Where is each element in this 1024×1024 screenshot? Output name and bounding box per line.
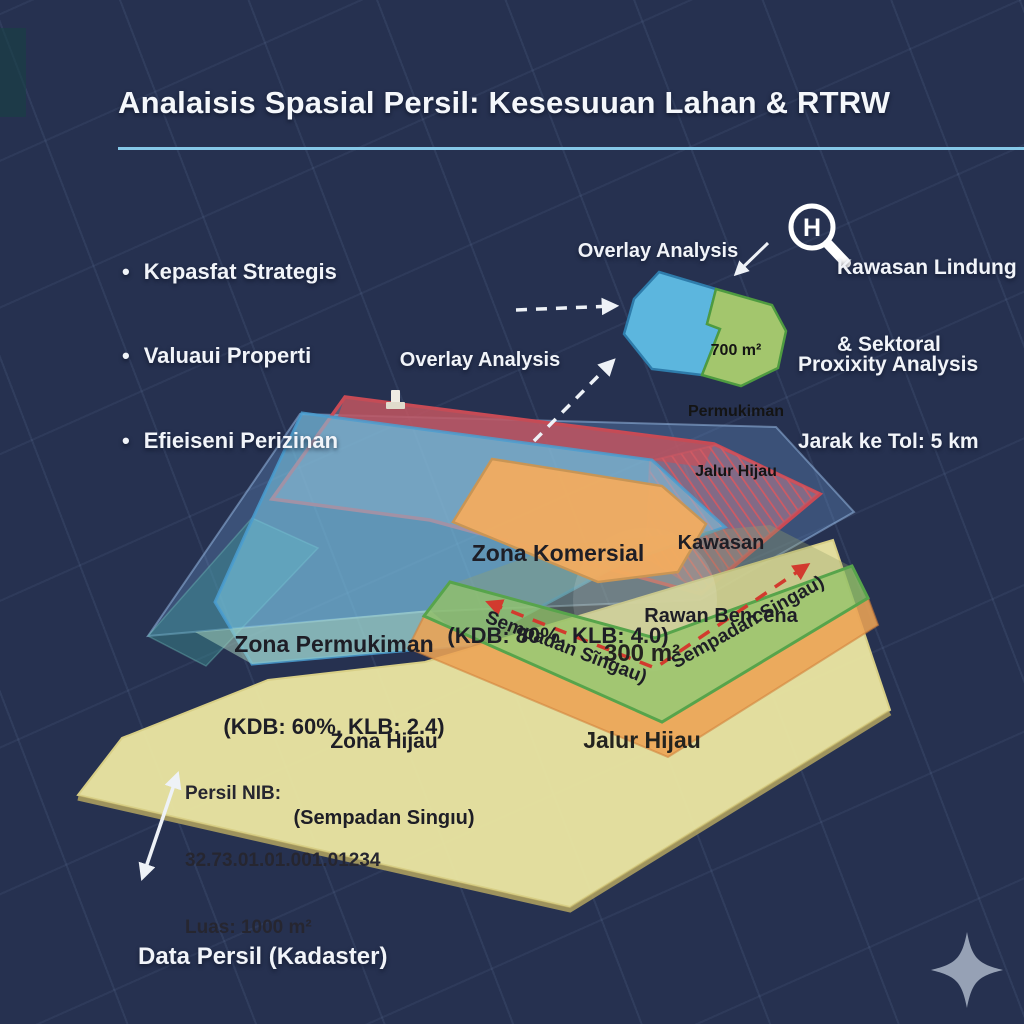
- inset-hexagon-green: [700, 287, 788, 388]
- inset-hexagon-label: 700 m² Permukiman Jalur Hijau: [687, 342, 785, 481]
- arrow-data-persil-link: [138, 771, 182, 881]
- bullet-icon: •: [122, 343, 130, 369]
- magnifier-h-icon: H: [788, 203, 851, 268]
- page-title: Analaisis Spasial Persil: Kesesuuan Laha…: [118, 85, 891, 120]
- sparkle-icon: [931, 932, 1003, 1008]
- layer-hazard-red-edge: [337, 397, 714, 467]
- layer-mint-band: [195, 610, 470, 664]
- list-item: • Kepasfat Strategis: [122, 257, 338, 288]
- benefit-label: Valuaui Properti: [143, 343, 312, 369]
- benefit-label: Efieiseni Perizinan: [143, 428, 339, 454]
- data-persil-label: Data Persil (Kadaster) Luas: 1000 m²: [138, 942, 388, 970]
- proximity-analysis-label: Proxixity Analysis Jarak ke Tol: 5 km: [798, 353, 979, 454]
- benefit-list: • Kepasfat Strategis • Valuaui Properti …: [122, 203, 338, 511]
- overlay-analysis-label-mid: Overlay Analysis: [399, 349, 561, 371]
- parcel-yellow-thickness-edge: [77, 710, 892, 913]
- persil-nib-label: Persil NIB: 32.73.01.01.001.01234 Luas: …: [185, 783, 381, 938]
- pushpin-icon: [386, 390, 405, 409]
- arrow-magnifier-to-inset: [733, 241, 770, 277]
- bullet-icon: •: [122, 258, 130, 284]
- zona-permukiman-label: Zona Permukiman (KDB: 60%, KLB: 2.4): [223, 631, 445, 740]
- dashed-arrow-to-inset: [515, 297, 620, 316]
- list-item: • Efieiseni Perizinan: [122, 426, 338, 457]
- svg-text:H: H: [803, 214, 821, 242]
- zona-hijau-label: Zona Hijau (Sempadan Singıu): [293, 730, 475, 830]
- corner-accent-rect: [0, 28, 26, 117]
- bullet-icon: •: [122, 428, 130, 454]
- benefit-label: Kepasfat Strategis: [143, 258, 337, 284]
- kawasan-rawan-label: Kawasan Rawan Bencena: [644, 531, 798, 627]
- overlay-analysis-label-top: Overlay Analysis: [577, 240, 739, 262]
- title-underline: [118, 147, 1024, 150]
- zona-komersial-label: Zona Komersial (KDB: 80%, KLB: 4.0): [447, 540, 669, 649]
- kawasan-lindung-label: Kawasan Lindung & Sektoral: [837, 256, 1017, 357]
- list-item: • Valuaui Properti: [122, 341, 338, 372]
- jalur-hijau-300-label: 300 m² Jalur Hijau: [583, 639, 701, 754]
